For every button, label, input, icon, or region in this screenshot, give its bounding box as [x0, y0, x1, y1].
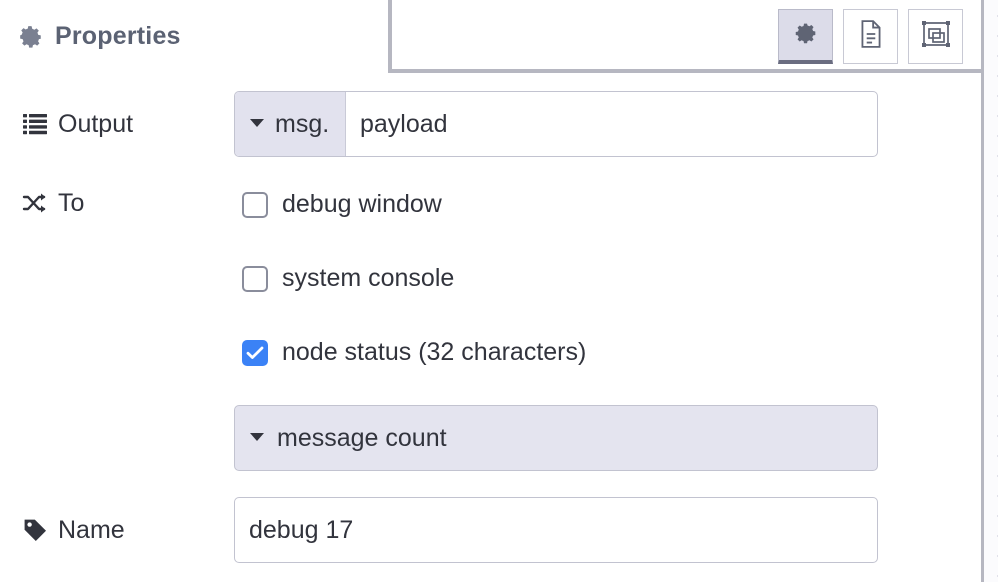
status-type-selected-label: message count: [277, 423, 447, 452]
to-label: To: [0, 184, 234, 222]
to-label-text: To: [58, 188, 85, 217]
output-label: Output: [0, 105, 234, 143]
output-row: Output: [0, 105, 981, 143]
to-row: To: [0, 184, 981, 222]
appearance-icon: [921, 20, 951, 53]
output-type-select[interactable]: msg.: [235, 92, 346, 156]
chevron-down-icon: [249, 115, 265, 133]
output-type-label: msg.: [275, 109, 330, 138]
description-button[interactable]: [843, 9, 898, 64]
tab-bar: Properties: [0, 0, 981, 73]
shuffle-icon: [22, 190, 48, 216]
name-input[interactable]: [235, 515, 877, 545]
checkbox-node-status[interactable]: node status (32 characters): [242, 338, 586, 367]
chevron-down-icon: [249, 429, 265, 447]
tag-icon: [22, 517, 48, 543]
name-label-text: Name: [58, 515, 125, 544]
checkbox-box: [242, 191, 268, 218]
gear-icon: [793, 20, 819, 51]
list-icon: [22, 111, 48, 137]
name-label: Name: [0, 511, 234, 549]
tab-properties-label: Properties: [55, 22, 181, 50]
properties-button[interactable]: [778, 9, 833, 64]
checkbox-box: [242, 265, 268, 292]
tab-bar-underline: [392, 69, 981, 73]
tab-properties[interactable]: Properties: [0, 0, 392, 73]
checkbox-box: [242, 339, 268, 366]
output-value-input[interactable]: [346, 92, 877, 156]
name-field: [234, 497, 878, 563]
panel-right-border: [981, 0, 984, 582]
document-icon: [858, 19, 884, 54]
checkbox-debug-window[interactable]: debug window: [242, 190, 442, 219]
appearance-button[interactable]: [908, 9, 963, 64]
checkbox-node-status-label: node status (32 characters): [282, 338, 587, 366]
checkbox-system-console[interactable]: system console: [242, 264, 454, 293]
name-row: Name: [0, 511, 981, 549]
flow-canvas-backdrop: [984, 0, 998, 582]
checkbox-system-console-label: system console: [282, 264, 455, 292]
output-typed-input: msg.: [234, 91, 878, 157]
status-type-select[interactable]: message count: [234, 405, 878, 471]
output-label-text: Output: [58, 109, 134, 138]
gear-icon: [18, 24, 44, 50]
header-action-buttons: [778, 9, 963, 64]
checkbox-debug-window-label: debug window: [282, 190, 442, 218]
